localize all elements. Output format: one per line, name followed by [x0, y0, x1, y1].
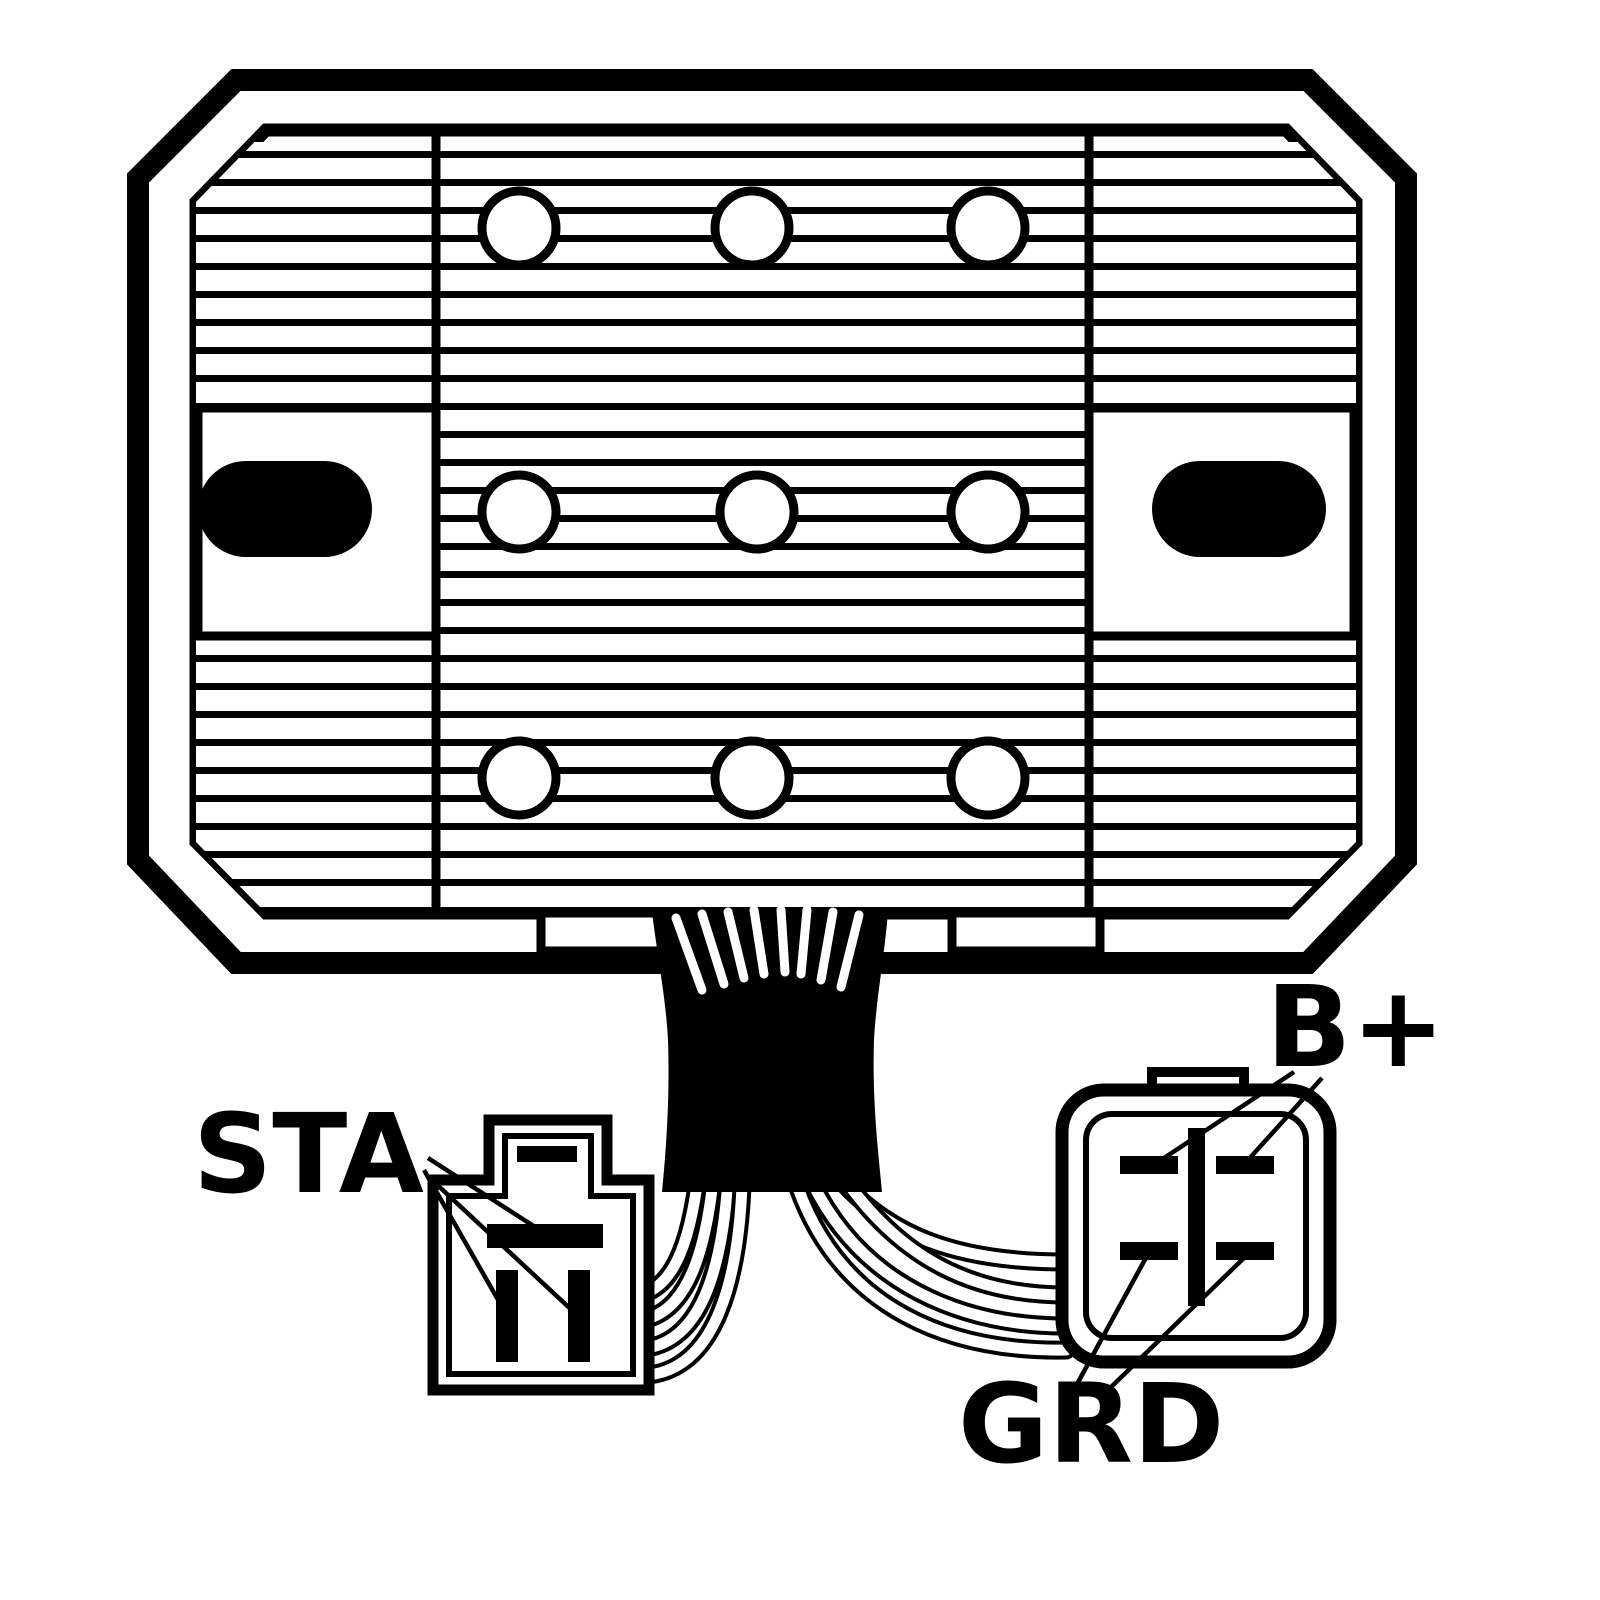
wire-strand [644, 1166, 720, 1324]
wire-bundle-left [638, 1150, 752, 1384]
grd-leader-1 [1074, 1252, 1150, 1388]
grd-leader-2 [1106, 1254, 1248, 1392]
bolt-hole-middle-center [715, 470, 799, 554]
leader-lines [422, 1070, 1324, 1392]
four-pin-connector [1055, 1067, 1337, 1369]
grd-label: GRD [958, 1360, 1224, 1488]
mounting-slot-left [198, 461, 372, 557]
bolt-hole-middle-right [946, 470, 1030, 554]
sta-leader-3 [430, 1178, 578, 1316]
sta-leader-2 [422, 1168, 507, 1314]
boot-wire-streaks [671, 905, 864, 995]
boot-streak [776, 905, 790, 977]
boot-streak [749, 905, 769, 979]
bolt-hole-top-left [477, 186, 561, 270]
bolt-hole-bottom-center [710, 736, 794, 820]
boot-streak [836, 910, 864, 992]
sta-tab-slot [517, 1146, 577, 1162]
bplus-label: B+ [1266, 963, 1445, 1093]
sta-leader-1 [426, 1156, 548, 1236]
sta-pin-horizontal [487, 1224, 603, 1248]
wire-strand [806, 1176, 1072, 1332]
bolt-hole-top-right [946, 186, 1030, 270]
pin-grd-left [1120, 1242, 1178, 1260]
boot-streak [723, 907, 749, 983]
pin-grd-right [1216, 1242, 1274, 1260]
bolt-hole-bottom-right [946, 736, 1030, 820]
wire-strand [649, 1180, 748, 1380]
sta-connector [427, 1114, 655, 1396]
wire-strand [792, 1182, 1072, 1356]
heatsink-fins-top [196, 142, 1356, 408]
heatsink-area [196, 130, 1356, 913]
boot-streak [796, 905, 812, 979]
sta-label: STA [193, 1090, 424, 1218]
bolt-hole-bottom-left [477, 736, 561, 820]
bottom-tab-right [947, 908, 1105, 956]
connector-inner-outline [1083, 1111, 1309, 1341]
boot-streak [671, 913, 707, 995]
sta-connector-outline [427, 1114, 655, 1396]
bolt-hole-middle-left [477, 470, 561, 554]
boot-body [652, 912, 888, 1192]
wire-harness [638, 1150, 1076, 1384]
regulator-unit [127, 69, 1417, 974]
bplus-leader-2 [1246, 1076, 1324, 1162]
boot-streak [816, 907, 838, 985]
bolt-hole-top-center [710, 186, 794, 270]
sta-pin-left [496, 1270, 518, 1362]
connector-center-key [1188, 1128, 1205, 1306]
bplus-leader-1 [1150, 1070, 1296, 1168]
wire-bundle-right [788, 1155, 1076, 1360]
wire-strand [646, 1174, 734, 1353]
mounting-slot-right [1152, 461, 1326, 557]
boot-streak [697, 909, 729, 989]
pin-bplus-right [1216, 1156, 1274, 1174]
sta-pin-right [568, 1270, 590, 1362]
wire-boot [652, 905, 888, 1192]
wire-strand [836, 1169, 1072, 1301]
pin-bplus-left [1120, 1156, 1178, 1174]
